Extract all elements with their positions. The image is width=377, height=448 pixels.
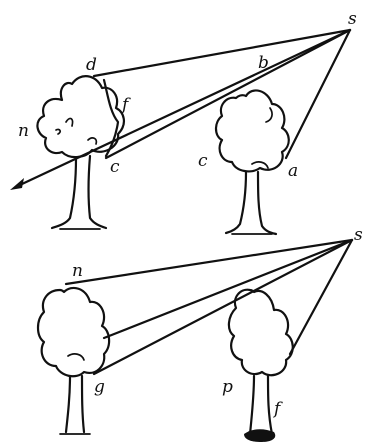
bottom-panel: s n g p f (38, 225, 363, 442)
bottom-right-tree (229, 290, 293, 442)
line-c-s (106, 30, 350, 158)
label-f-top: f (120, 95, 131, 115)
label-a: a (288, 161, 298, 181)
top-right-tree (216, 90, 289, 234)
label-n-top: n (18, 121, 29, 141)
top-projection-lines (22, 30, 350, 184)
label-c-right: c (198, 151, 208, 171)
ground-shadow (244, 429, 275, 442)
line-d-s (94, 30, 350, 76)
bottom-left-tree (38, 288, 109, 434)
top-left-tree (37, 76, 124, 229)
bottom-projection-lines (66, 240, 352, 374)
label-d: d (86, 55, 97, 75)
label-n-bottom: n (72, 261, 83, 281)
top-panel: s d b f n c c a (10, 9, 357, 234)
label-b: b (258, 53, 269, 73)
arrow-r-icon (10, 178, 24, 190)
label-c-left: c (110, 157, 120, 177)
label-g: g (94, 377, 105, 397)
label-s-top: s (348, 9, 357, 29)
label-f-bottom: f (272, 399, 283, 419)
label-s-bottom: s (354, 225, 363, 245)
label-p: p (222, 377, 233, 397)
line-a-s (286, 30, 350, 158)
line-r-s (22, 30, 350, 184)
